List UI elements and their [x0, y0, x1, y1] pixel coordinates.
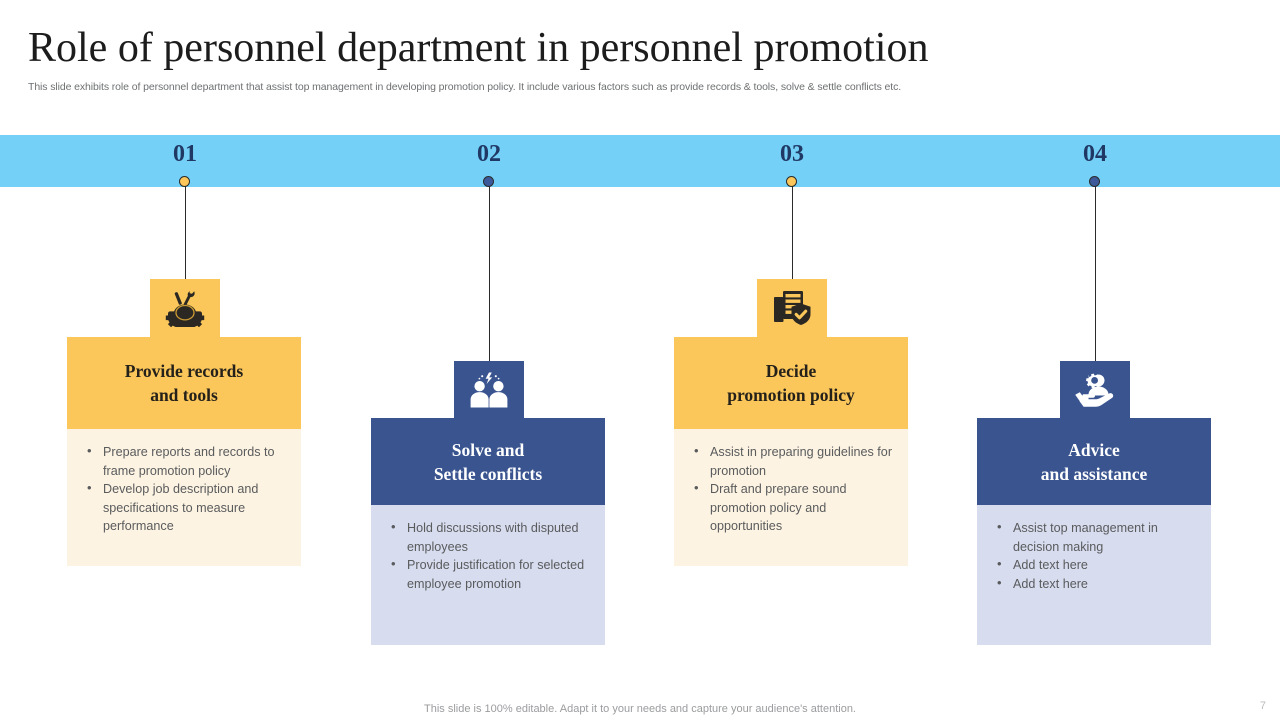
card-title-line2-01: and tools — [150, 385, 218, 405]
list-item: Provide justification for selected emplo… — [387, 555, 589, 593]
icon-plate-04 — [1060, 361, 1130, 419]
gear-tools-icon — [165, 289, 205, 327]
icon-plate-02 — [454, 361, 524, 419]
list-item: Assist in preparing guidelines for promo… — [690, 442, 892, 480]
bullet-list-02: Hold discussions with disputed employees… — [387, 518, 589, 593]
card-body-01: Prepare reports and records to frame pro… — [67, 429, 301, 566]
page-number: 7 — [1259, 700, 1266, 712]
card-body-03: Assist in preparing guidelines for promo… — [674, 429, 908, 566]
documents-shield-check-icon — [772, 289, 812, 327]
page-title: Role of personnel department in personne… — [28, 25, 929, 71]
card-title-line1-03: Decide — [765, 361, 817, 381]
list-item: Add text here — [993, 574, 1195, 594]
connector-line-02 — [488, 182, 490, 362]
step-number-02: 02 — [477, 141, 501, 167]
list-item: Assist top management in decision making — [993, 518, 1195, 556]
card-title-line1-02: Solve and — [451, 439, 525, 460]
icon-plate-03 — [757, 279, 827, 337]
card-header-03: Decide promotion policy — [674, 337, 908, 429]
list-item: Draft and prepare sound promotion policy… — [690, 479, 892, 536]
card-header-02: Solve and Settle conflicts — [371, 418, 605, 505]
step-number-01: 01 — [173, 141, 197, 167]
connector-dot-01 — [179, 176, 190, 187]
connector-line-01 — [184, 182, 186, 280]
card-title-line1-01: Provide records — [124, 361, 244, 381]
connector-dot-02 — [483, 176, 494, 187]
card-title-line2-04: and assistance — [1040, 463, 1148, 484]
card-title-line2-03: promotion policy — [727, 385, 855, 405]
people-conflict-icon — [468, 372, 510, 408]
bullet-list-04: Assist top management in decision making… — [993, 518, 1195, 594]
card-header-01: Provide records and tools — [67, 337, 301, 429]
card-body-02: Hold discussions with disputed employees… — [371, 505, 605, 645]
list-item: Develop job description and specificatio… — [83, 479, 285, 536]
list-item: Prepare reports and records to frame pro… — [83, 442, 285, 480]
step-number-03: 03 — [780, 141, 804, 167]
bullet-list-03: Assist in preparing guidelines for promo… — [690, 442, 892, 536]
list-item: Add text here — [993, 555, 1195, 575]
card-title-line1-04: Advice — [1068, 439, 1120, 460]
footer-note: This slide is 100% editable. Adapt it to… — [424, 703, 856, 715]
step-number-04: 04 — [1083, 141, 1107, 167]
list-item: Hold discussions with disputed employees — [387, 518, 589, 556]
number-band — [0, 135, 1280, 187]
connector-dot-04 — [1089, 176, 1100, 187]
bullet-list-01: Prepare reports and records to frame pro… — [83, 442, 285, 536]
connector-dot-03 — [786, 176, 797, 187]
connector-line-03 — [791, 182, 793, 280]
hand-person-support-icon — [1074, 372, 1116, 408]
card-body-04: Assist top management in decision making… — [977, 505, 1211, 645]
page-subtitle: This slide exhibits role of personnel de… — [28, 81, 902, 93]
icon-plate-01 — [150, 279, 220, 337]
card-header-04: Advice and assistance — [977, 418, 1211, 505]
connector-line-04 — [1094, 182, 1096, 362]
card-title-line2-02: Settle conflicts — [433, 463, 543, 484]
